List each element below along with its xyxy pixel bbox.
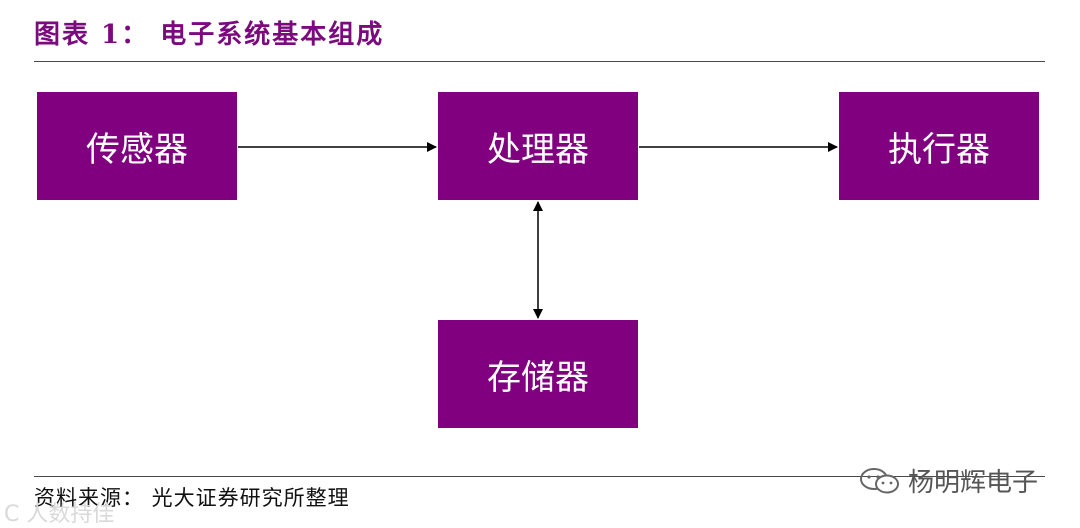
storage-box: 存储器 [438,320,638,428]
storage-label: 存储器 [487,357,589,398]
sensor-box: 传感器 [37,92,237,200]
bottom-divider [34,476,1045,477]
wechat-icon [860,467,899,493]
actuator-box: 执行器 [839,92,1039,200]
processor-box: 处理器 [438,92,638,200]
watermark: 杨明辉电子 [858,462,1038,499]
actuator-label: 执行器 [888,129,990,170]
processor-label: 处理器 [487,129,589,170]
sensor-label: 传感器 [86,129,188,170]
watermark-text: 杨明辉电子 [908,468,1039,498]
corner-watermark: C 人数持佳 [4,502,115,527]
figure-title: 图表 1： 电子系统基本组成 [34,20,385,50]
source-note: 资料来源： 光大证券研究所整理 [34,486,350,510]
top-divider [34,61,1045,62]
